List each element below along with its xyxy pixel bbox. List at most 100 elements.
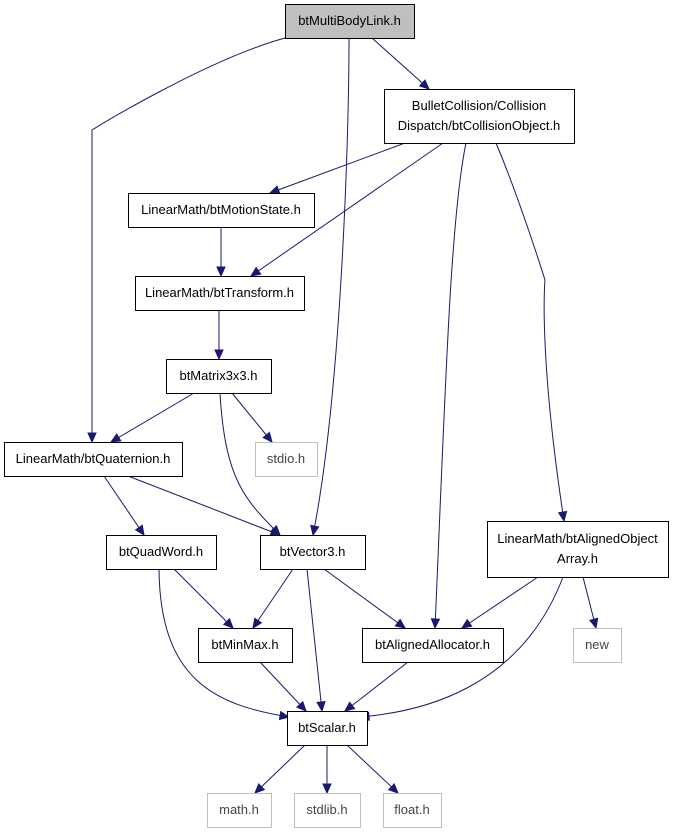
node-label: float.h: [394, 802, 429, 817]
node-box: [285, 4, 415, 39]
node-box: [362, 628, 504, 663]
edge-bt_quaternion-to-bt_vector3: [127, 475, 282, 537]
node-label: LinearMath/btQuaternion.h: [16, 451, 171, 466]
node-label: btAlignedAllocator.h: [375, 637, 490, 652]
arrowhead: [394, 618, 406, 629]
edge-bt_multibody_link-to-bt_vector3: [310, 37, 350, 537]
edge-bt_aligned_allocator-to-bt_scalar: [344, 661, 409, 712]
node-math[interactable]: math.h: [207, 793, 272, 828]
node-label: Array.h: [557, 551, 598, 566]
node-box: [4, 442, 183, 477]
node-bt-minmax[interactable]: btMinMax.h: [198, 628, 293, 663]
arrowhead: [254, 782, 266, 794]
node-float[interactable]: float.h: [383, 793, 442, 828]
edge-bt_matrix3x3-to-stdio: [231, 392, 273, 443]
arrowhead: [109, 433, 122, 443]
edge-bt_quadword-to-bt_scalar: [158, 568, 291, 721]
edge-bt_minmax-to-bt_scalar: [259, 661, 307, 712]
node-stdlib[interactable]: stdlib.h: [294, 793, 361, 828]
node-bt-transform[interactable]: LinearMath/btTransform.h: [135, 276, 305, 311]
node-box: [198, 628, 293, 663]
arrowhead: [322, 783, 332, 795]
node-label: LinearMath/btAlignedObject: [497, 531, 658, 546]
node-box: [207, 793, 272, 828]
node-box: [294, 793, 361, 828]
node-label: stdio.h: [267, 451, 305, 466]
arrowhead: [252, 617, 263, 630]
arrowhead: [344, 701, 356, 712]
node-box: [166, 359, 272, 394]
node-box: [573, 628, 622, 663]
node-label: Dispatch/btCollisionObject.h: [398, 118, 561, 133]
arrowhead: [214, 349, 224, 361]
edge-bt_collision_object-to-bt_transform: [249, 142, 444, 277]
node-box: [128, 193, 315, 228]
arrowhead: [262, 431, 273, 443]
node-bt-scalar[interactable]: btScalar.h: [287, 711, 368, 746]
node-box: [106, 535, 217, 570]
edge-bt_quadword-to-bt_minmax: [173, 568, 234, 629]
node-box: [287, 711, 368, 746]
arrowhead: [87, 432, 97, 444]
node-label: BulletCollision/Collision: [412, 98, 546, 113]
arrowhead: [278, 710, 291, 721]
edge-bt_collision_object-to-bt_motion_state: [268, 142, 406, 195]
arrowhead: [316, 701, 326, 713]
node-bt-vector3[interactable]: btVector3.h: [260, 535, 366, 570]
arrowhead: [387, 783, 399, 794]
arrowhead: [460, 618, 473, 629]
node-box: [260, 535, 366, 570]
edge-bt_motion_state-to-bt_transform: [216, 227, 226, 278]
node-box: [135, 276, 305, 311]
edge-bt_scalar-to-stdlib: [322, 745, 332, 795]
node-box: [487, 521, 669, 578]
edge-bt_scalar-to-float: [346, 744, 399, 794]
nodes-layer: btMultiBodyLink.hBulletCollision/Collisi…: [4, 4, 669, 828]
edge-bt_aligned_object_array-to-new: [582, 576, 599, 630]
edge-bt_matrix3x3-to-bt_quaternion: [109, 392, 195, 443]
edge-bt_vector3-to-bt_scalar: [306, 568, 326, 713]
node-label: new: [585, 637, 609, 652]
arrowhead: [557, 510, 568, 523]
edge-bt_vector3-to-bt_aligned_allocator: [323, 568, 406, 629]
node-label: math.h: [219, 802, 259, 817]
arrowhead: [216, 266, 226, 278]
arrowhead: [296, 700, 307, 712]
node-bt-multibody-link[interactable]: btMultiBodyLink.h: [285, 4, 415, 39]
node-label: btScalar.h: [298, 720, 356, 735]
arrowhead: [430, 618, 441, 630]
node-bt-quaternion[interactable]: LinearMath/btQuaternion.h: [4, 442, 183, 477]
node-box: [384, 89, 575, 144]
arrowhead: [222, 617, 234, 629]
node-bt-collision-object[interactable]: BulletCollision/CollisionDispatch/btColl…: [384, 89, 575, 144]
arrowhead: [418, 79, 430, 90]
node-label: btMatrix3x3.h: [179, 368, 257, 383]
node-label: LinearMath/btTransform.h: [145, 285, 294, 300]
edge-bt_collision_object-to-bt_aligned_allocator: [430, 142, 467, 630]
node-bt-aligned-allocator[interactable]: btAlignedAllocator.h: [362, 628, 504, 663]
edges-layer: [87, 37, 599, 795]
node-label: LinearMath/btMotionState.h: [141, 202, 301, 217]
arrowhead: [310, 524, 320, 537]
node-label: btQuadWord.h: [119, 544, 203, 559]
edge-bt_multibody_link-to-bt_collision_object: [371, 37, 430, 90]
arrowhead: [249, 266, 262, 277]
node-stdio[interactable]: stdio.h: [255, 442, 318, 477]
edge-bt_aligned_object_array-to-bt_aligned_allocator: [460, 576, 539, 629]
node-label: stdlib.h: [306, 802, 347, 817]
arrowhead: [589, 617, 599, 630]
node-bt-matrix3x3[interactable]: btMatrix3x3.h: [166, 359, 272, 394]
node-bt-motion-state[interactable]: LinearMath/btMotionState.h: [128, 193, 315, 228]
node-label: btMultiBodyLink.h: [298, 13, 401, 28]
arrowhead: [134, 524, 145, 537]
edge-bt_collision_object-to-bt_aligned_object_array: [495, 142, 568, 523]
edge-bt_multibody_link-to-bt_quaternion: [87, 37, 286, 444]
node-new[interactable]: new: [573, 628, 622, 663]
node-bt-quadword[interactable]: btQuadWord.h: [106, 535, 217, 570]
node-box: [255, 442, 318, 477]
edge-bt_transform-to-bt_matrix3x3: [214, 310, 224, 361]
edge-bt_quaternion-to-bt_quadword: [103, 475, 145, 537]
node-label: btVector3.h: [280, 544, 346, 559]
